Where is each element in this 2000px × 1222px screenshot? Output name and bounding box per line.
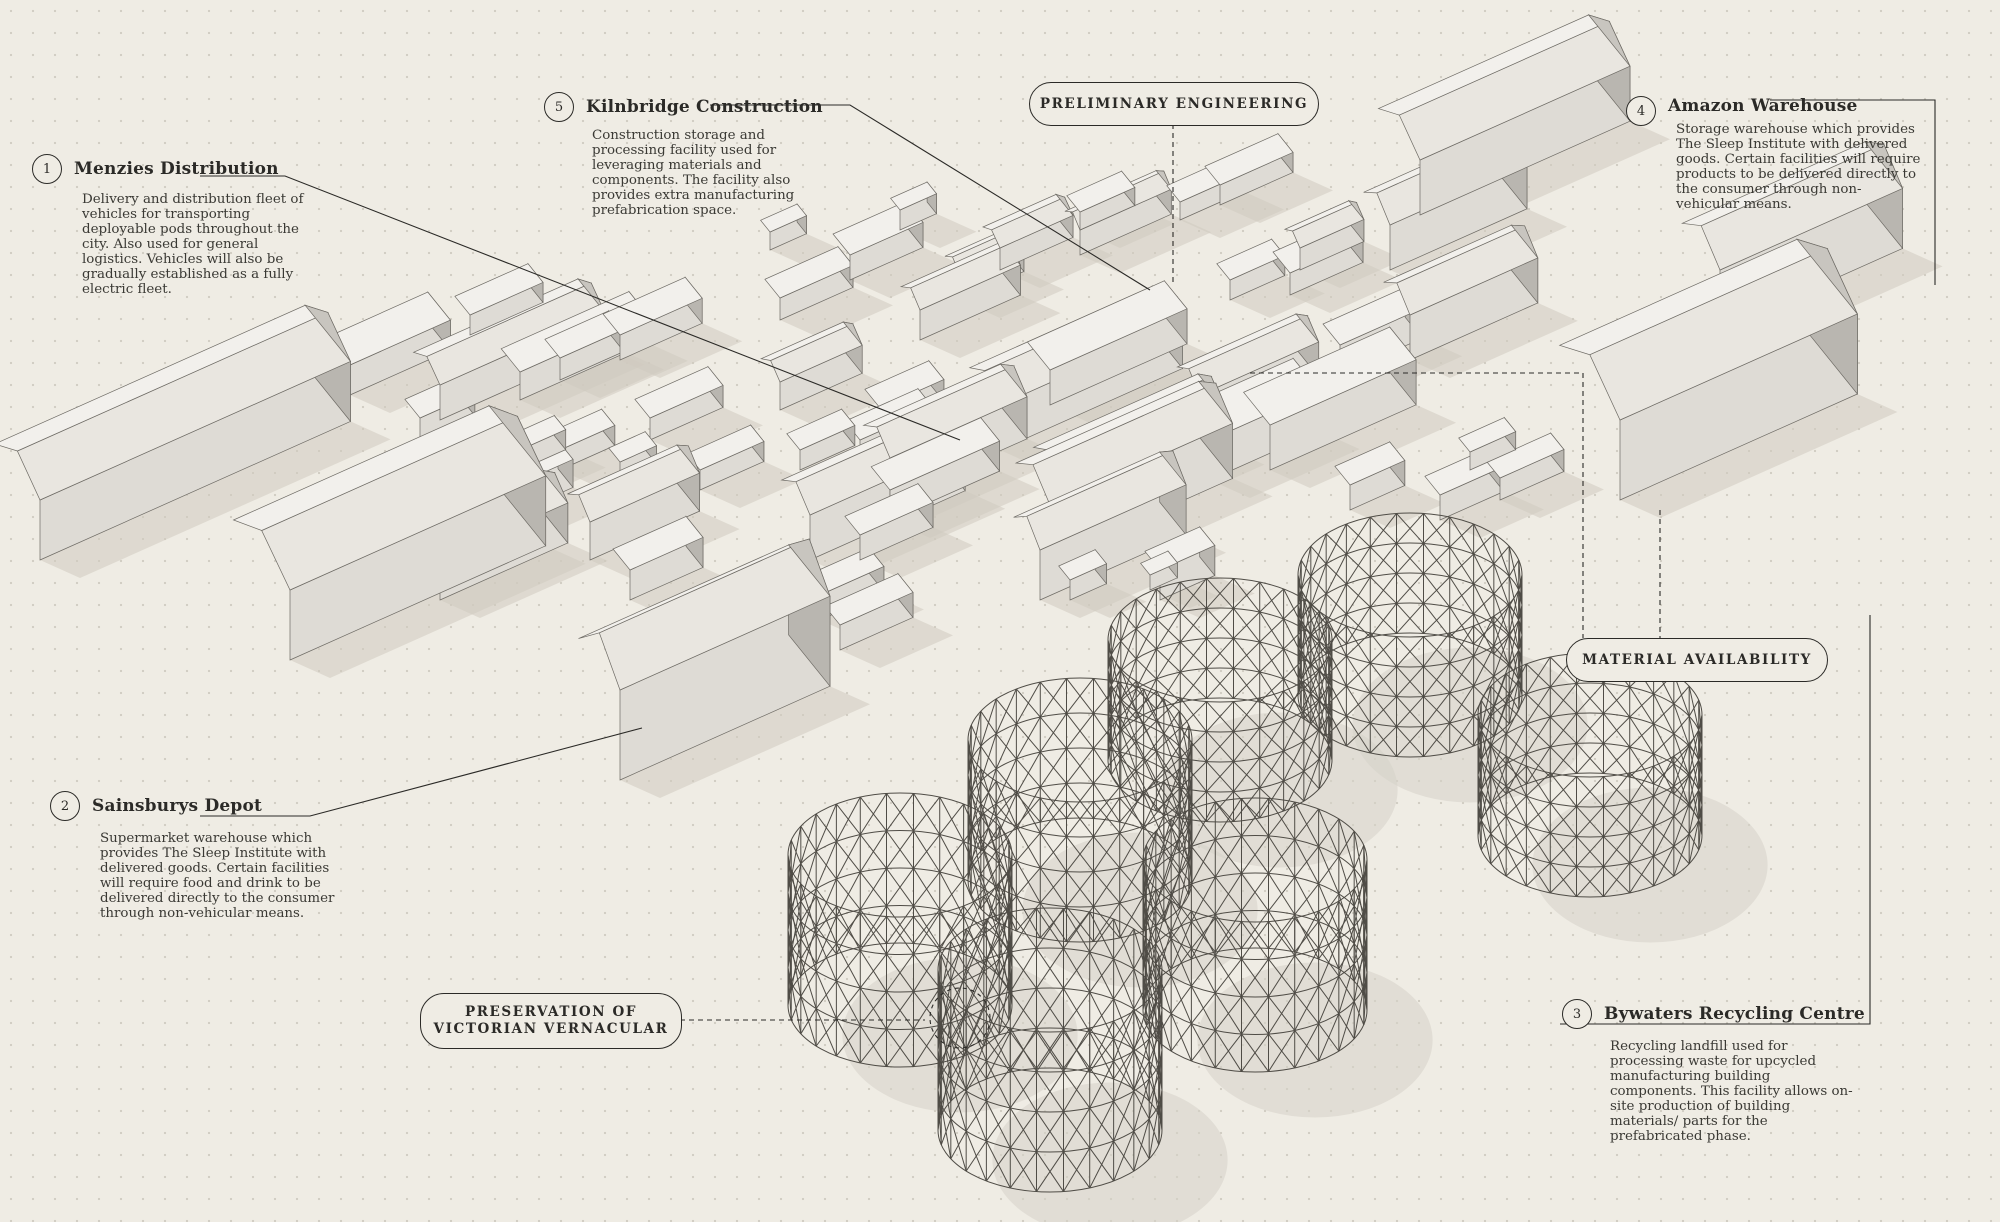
building (890, 181, 938, 231)
leader-line (710, 104, 1151, 291)
annotation-number: 4 (1626, 96, 1656, 126)
gasholder (1477, 652, 1703, 898)
leader-line (1560, 615, 1871, 1025)
building (1243, 326, 1417, 471)
building (634, 365, 724, 441)
annotation-description: Supermarket warehouse which provides The… (100, 831, 335, 921)
building (760, 203, 808, 251)
building (567, 444, 701, 561)
buildings-layer (0, 13, 1904, 781)
annotation-title: Kilnbridge Construction (586, 97, 823, 117)
building (612, 515, 704, 601)
gasholder (937, 907, 1163, 1193)
leader-line (200, 175, 961, 441)
annotation-amazon: 4 Amazon Warehouse Storage warehouse whi… (1626, 86, 1926, 212)
annotation-sainsburys: 2 Sainsburys Depot Supermarket warehouse… (50, 791, 350, 921)
building (824, 572, 914, 651)
gasholder (1297, 512, 1523, 758)
building (760, 321, 863, 411)
annotation-number: 1 (32, 154, 62, 184)
annotation-description: Delivery and distribution fleet of vehic… (82, 192, 304, 297)
annotation-kilnbridge: 5 Kilnbridge Construction Construction s… (544, 92, 844, 218)
annotation-title: Menzies Distribution (74, 159, 279, 179)
building (1486, 432, 1565, 501)
annotation-menzies: 1 Menzies Distribution Delivery and dist… (32, 154, 332, 297)
annotation-title: Amazon Warehouse (1668, 96, 1858, 116)
label-preservation-victorian-vernacular: PRESERVATION OF VICTORIAN VERNACULAR (420, 993, 682, 1049)
annotation-description: Construction storage and processing faci… (592, 128, 795, 218)
building (1377, 13, 1631, 216)
annotation-number: 3 (1562, 999, 1592, 1029)
leader-line (1770, 99, 1936, 285)
building (454, 262, 544, 336)
building (899, 240, 1021, 341)
building (686, 424, 765, 491)
building (844, 482, 934, 561)
dashed-highlight-circle (929, 987, 991, 1049)
building (602, 276, 703, 361)
annotation-number: 5 (544, 92, 574, 122)
leader-line (200, 727, 643, 817)
building (1216, 238, 1286, 301)
label-material-availability: MATERIAL AVAILABILITY (1566, 638, 1828, 682)
building (232, 404, 547, 661)
gasholder (1142, 797, 1368, 1073)
building (1058, 548, 1108, 601)
annotation-description: Storage warehouse which provides The Sle… (1676, 122, 1921, 212)
building (1283, 199, 1365, 271)
gasholder (1107, 577, 1333, 823)
annotation-title: Sainsburys Depot (92, 796, 263, 816)
building (1204, 132, 1294, 206)
building (1383, 224, 1539, 361)
annotation-bywaters: 3 Bywaters Recycling Centre Recycling la… (1562, 999, 1882, 1144)
building (0, 304, 351, 561)
building (1558, 238, 1858, 501)
annotation-title: Bywaters Recycling Centre (1604, 1004, 1865, 1024)
label-preliminary-engineering: PRELIMINARY ENGINEERING (1029, 82, 1319, 126)
building (578, 538, 831, 781)
building (1026, 279, 1188, 406)
dashed-leader (1250, 372, 1584, 638)
building (1334, 440, 1406, 511)
building (786, 408, 856, 471)
building (1458, 416, 1517, 471)
building (326, 291, 451, 396)
leader-lines-layer (200, 99, 1936, 1049)
building (1066, 170, 1136, 231)
gasholders-layer (787, 512, 1703, 1193)
building (1140, 550, 1178, 591)
annotation-number: 2 (50, 791, 80, 821)
annotation-description: Recycling landfill used for processing w… (1610, 1039, 1853, 1144)
